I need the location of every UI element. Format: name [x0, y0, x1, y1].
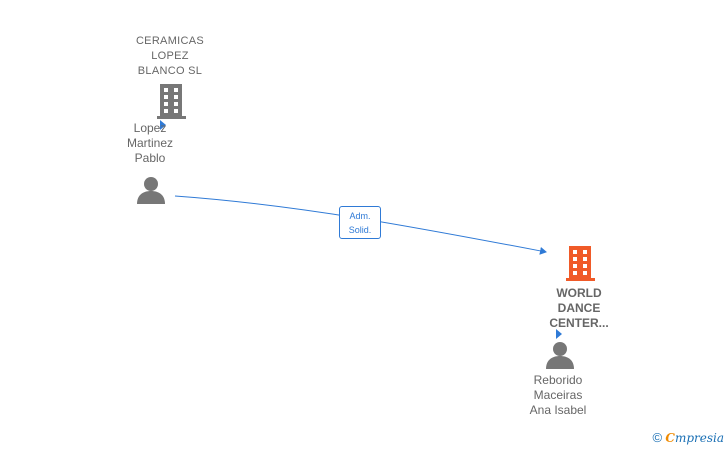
- pointer-arrow-reborido: [556, 329, 562, 339]
- node-label-line: WORLD: [556, 286, 602, 300]
- empresia-watermark: © Cmpresia: [652, 430, 724, 448]
- node-label-world-dance[interactable]: WORLD DANCE CENTER...: [538, 286, 620, 331]
- edge-label-adm-solid[interactable]: Adm. Solid.: [339, 206, 381, 239]
- node-label-line: Pablo: [134, 151, 166, 165]
- person-icon[interactable]: [136, 175, 166, 205]
- brand-logo-initial: C: [665, 431, 675, 445]
- copyright-symbol: ©: [652, 430, 663, 445]
- brand-logo-text: mpresia: [674, 431, 724, 445]
- node-label-line: CENTER...: [549, 316, 609, 330]
- node-label-line: Maceiras: [533, 388, 583, 402]
- node-label-lopez[interactable]: Lopez Martinez Pablo: [110, 121, 190, 166]
- edge-label-line: Solid.: [348, 225, 372, 235]
- person-icon[interactable]: [545, 340, 575, 370]
- node-label-line: BLANCO SL: [137, 65, 203, 77]
- edge-label-line: Adm.: [349, 211, 371, 221]
- building-icon[interactable]: [565, 246, 597, 282]
- node-label-ceramicas[interactable]: CERAMICAS LOPEZ BLANCO SL: [124, 34, 216, 79]
- node-label-reborido[interactable]: Reborido Maceiras Ana Isabel: [516, 373, 600, 418]
- node-label-line: Reborido: [533, 373, 583, 387]
- building-icon[interactable]: [156, 84, 188, 120]
- node-label-line: CERAMICAS: [135, 35, 205, 47]
- node-label-line: LOPEZ: [151, 50, 189, 62]
- node-label-line: Martinez: [126, 136, 173, 150]
- node-label-line: DANCE: [557, 301, 601, 315]
- pointer-arrow-lopez: [160, 120, 166, 130]
- node-label-line: Ana Isabel: [529, 403, 587, 417]
- node-label-line: Lopez: [133, 121, 167, 135]
